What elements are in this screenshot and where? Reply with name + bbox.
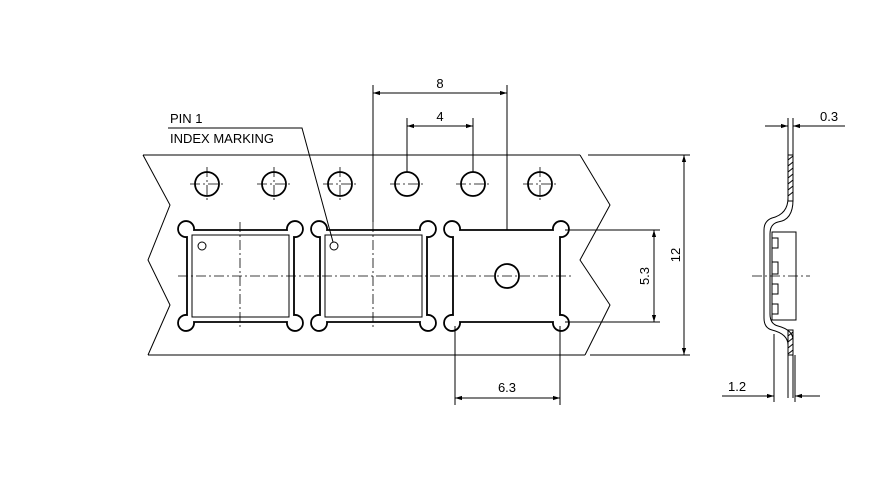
pin1-callout: PIN 1 INDEX MARKING bbox=[168, 111, 334, 243]
dimension-label: 12 bbox=[668, 248, 683, 262]
sprocket-hole bbox=[456, 171, 490, 197]
sprocket-hole bbox=[323, 167, 357, 201]
dimension-label: 8 bbox=[436, 76, 443, 91]
pin1-label: PIN 1 bbox=[170, 111, 203, 126]
dimension-label: 4 bbox=[436, 109, 443, 124]
dimension-pocket-height: 5.3 bbox=[565, 229, 660, 323]
pocket-hole bbox=[494, 263, 520, 289]
dimension-pocket-pitch: 8 bbox=[372, 76, 508, 230]
dimension-label: 6.3 bbox=[498, 380, 516, 395]
dimension-label: 0.3 bbox=[820, 109, 838, 124]
tape-side-view bbox=[752, 120, 810, 398]
dimension-label: 1.2 bbox=[728, 379, 746, 394]
empty-pocket bbox=[443, 220, 570, 332]
dimension-sprocket-pitch: 4 bbox=[406, 109, 474, 172]
sprocket-hole bbox=[257, 167, 291, 201]
centerlines bbox=[178, 222, 573, 330]
dimension-cover-thickness: 0.3 bbox=[765, 109, 845, 132]
sprocket-hole bbox=[390, 171, 424, 197]
dimension-pocket-width: 6.3 bbox=[454, 326, 561, 405]
dimension-carrier-depth: 1.2 bbox=[722, 334, 820, 402]
sprocket-hole bbox=[190, 167, 224, 201]
dimension-label: 5.3 bbox=[637, 267, 652, 285]
index-marking-label: INDEX MARKING bbox=[170, 131, 274, 146]
dimension-tape-width: 12 bbox=[588, 154, 690, 356]
sprocket-hole bbox=[523, 167, 557, 201]
